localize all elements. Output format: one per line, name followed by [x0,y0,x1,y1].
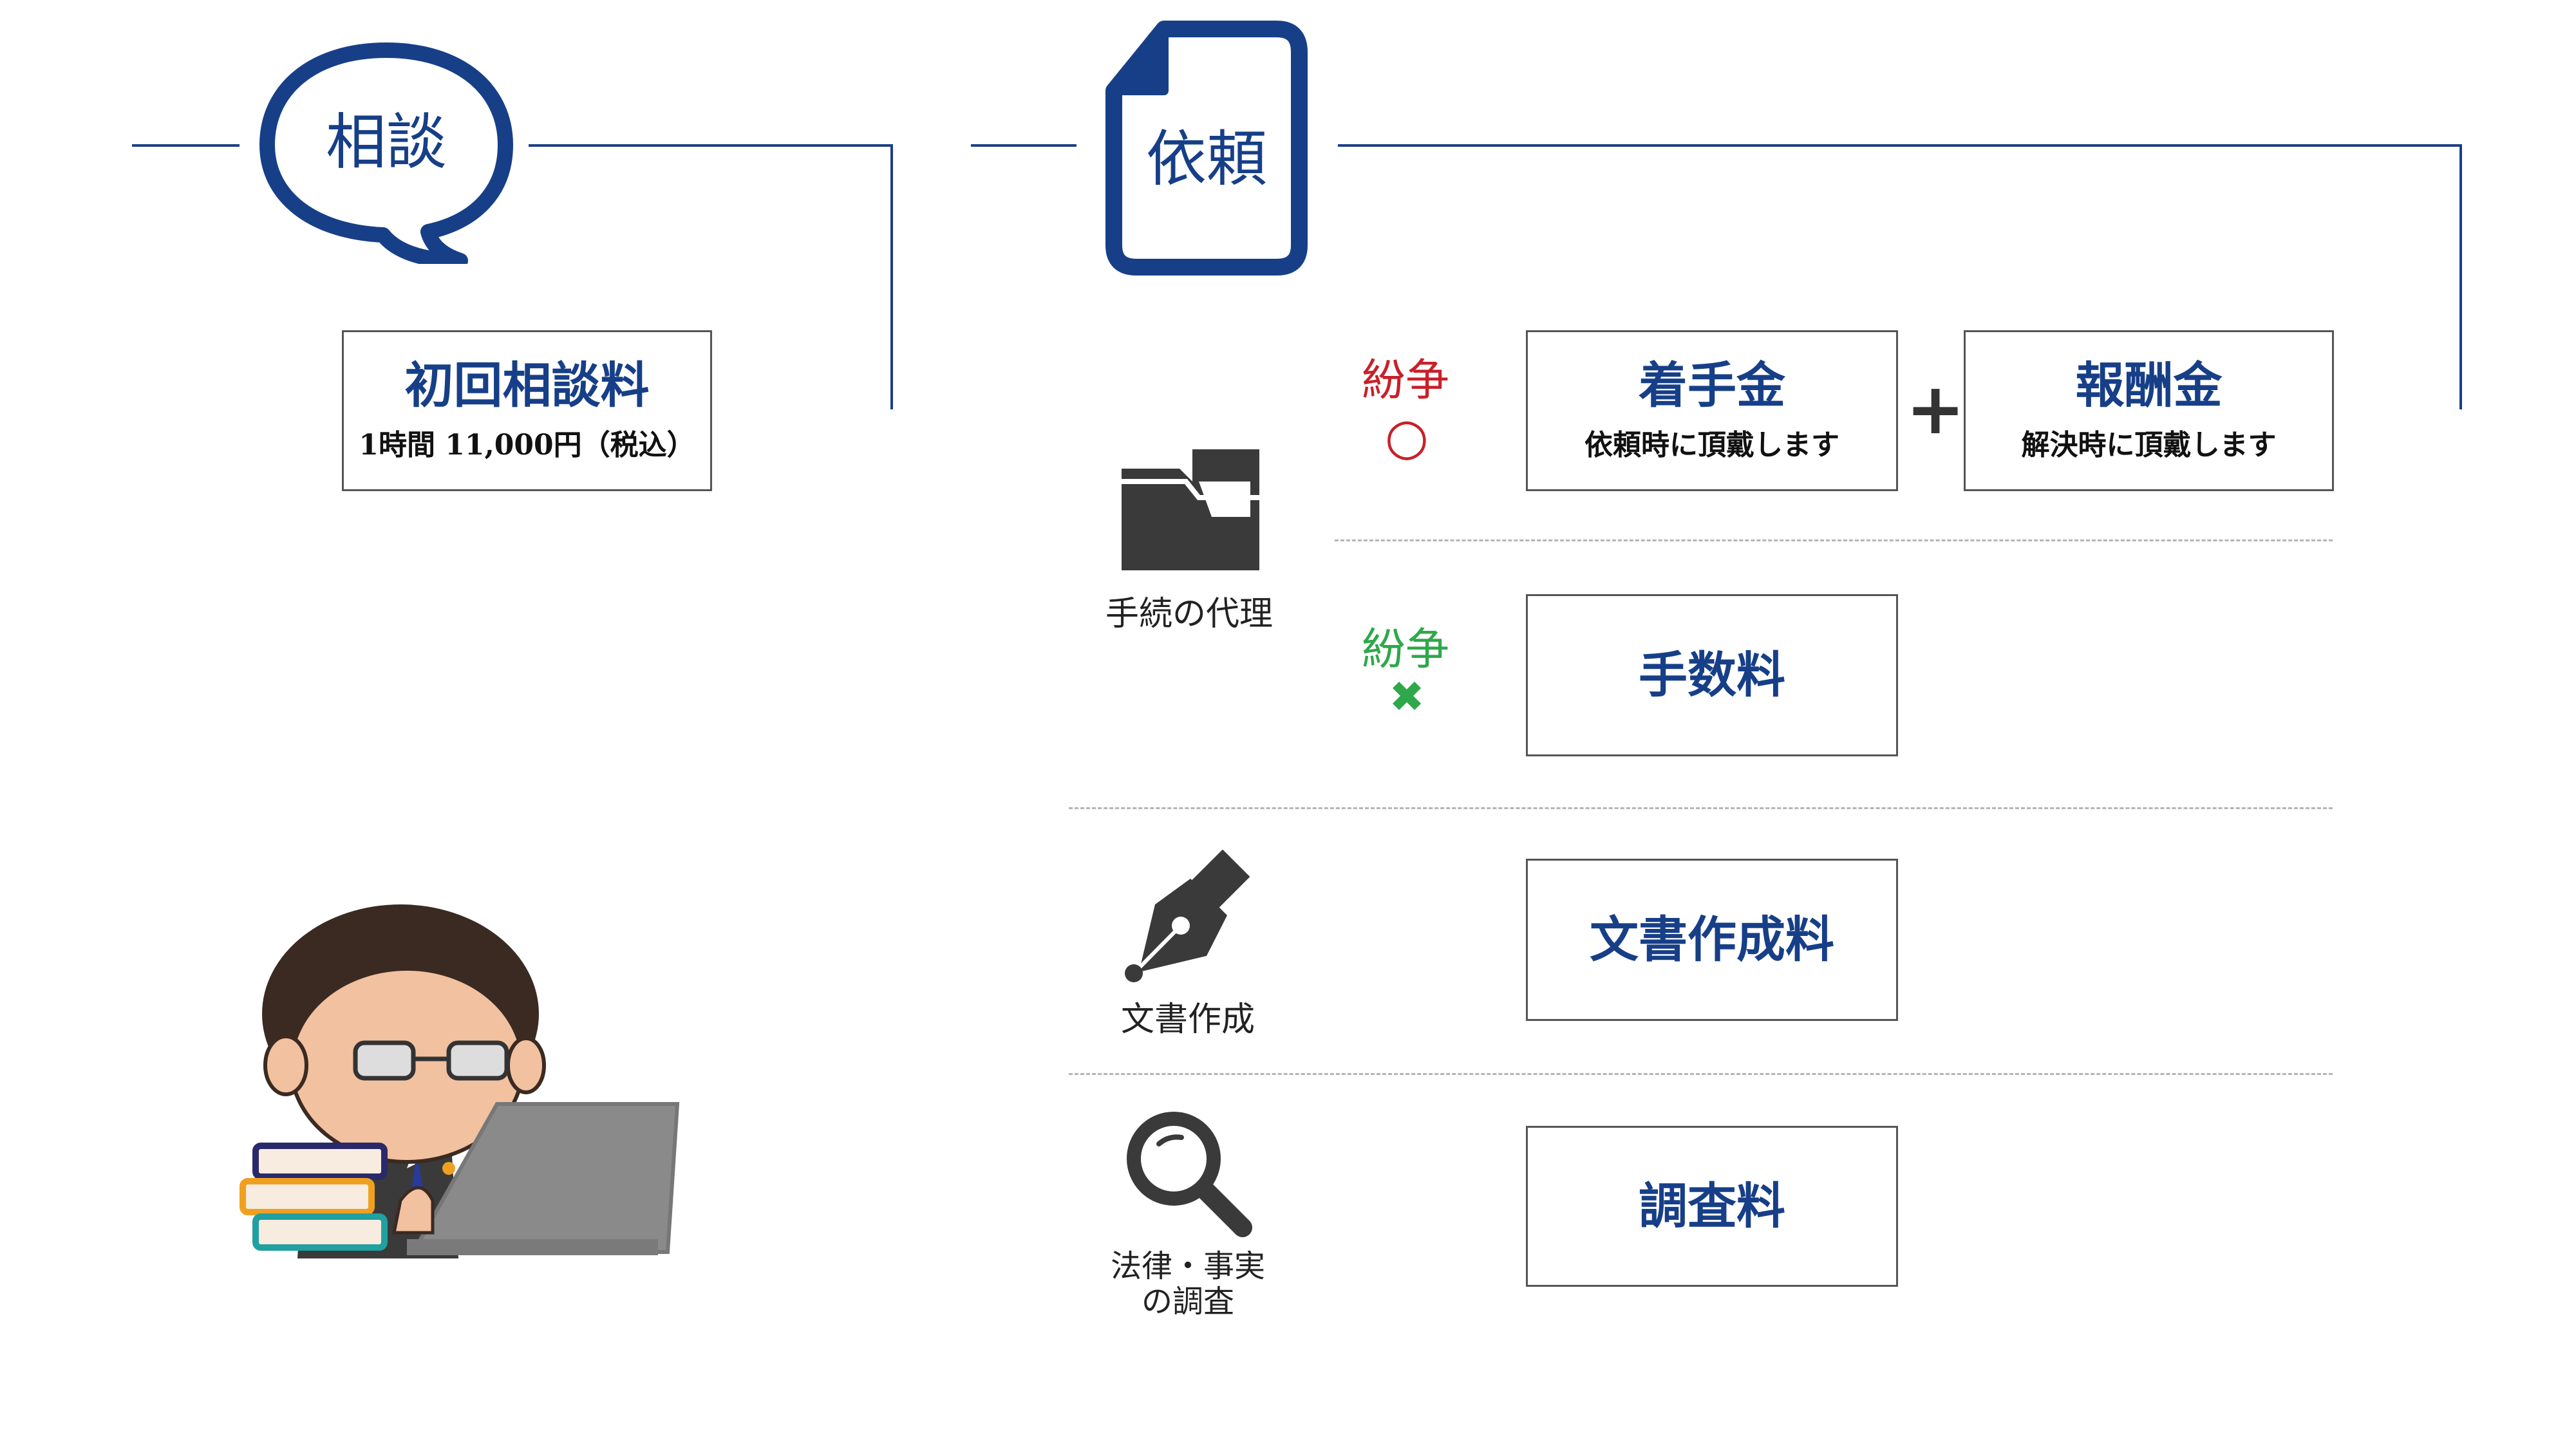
investigation-label-line1: 法律・事実 [1110,1248,1266,1284]
document-label: 文書作成 [1120,1000,1255,1039]
document-fee-box: 文書作成料 [1526,859,1898,1021]
magnifier-icon [1123,1108,1252,1237]
initial-consultation-fee-box: 初回相談料 1時間 11,000円（税込） [342,330,712,491]
fee-detail: 1時間 11,000円（税込） [359,428,695,462]
request-line-vertical [2459,144,2462,409]
request-line-left [971,144,1076,147]
divider [1069,1073,2333,1075]
divider [1069,807,2333,809]
circle-mark-icon: ○ [1384,408,1429,466]
procedure-label: 手続の代理 [1105,595,1274,633]
investigation-fee-box: 調査料 [1526,1126,1898,1287]
consultation-header: 相談 [325,108,447,178]
handling-fee-title: 手数料 [1639,646,1785,704]
retainer-title: 着手金 [1639,357,1785,415]
success-fee-detail: 解決時に頂戴します [2021,428,2277,462]
success-fee-box: 報酬金 解決時に頂戴します [1964,330,2334,491]
investigation-fee-title: 調査料 [1639,1177,1785,1235]
dispute-yes-label: 紛争 [1361,355,1450,406]
dispute-no-label: 紛争 [1361,624,1450,675]
folder-icon [1122,449,1259,570]
cross-mark-icon: ✖ [1389,672,1425,722]
fountain-pen-icon [1120,849,1256,986]
retainer-detail: 依頼時に頂戴します [1584,428,1839,462]
fee-title: 初回相談料 [404,357,650,415]
consultation-line-vertical [890,144,893,409]
request-header: 依頼 [1145,124,1267,194]
consultation-line-left [132,144,240,147]
plus-icon: + [1906,368,1966,450]
retainer-fee-box: 着手金 依頼時に頂戴します [1526,330,1898,491]
lawyer-with-laptop-illustration [240,898,684,1258]
divider [1335,539,2333,541]
success-fee-title: 報酬金 [2075,357,2223,415]
request-line-right [1338,144,2462,147]
investigation-label-line2: の調査 [1141,1284,1235,1320]
handling-fee-box: 手数料 [1526,594,1898,756]
investigation-label: 法律・事実 の調査 [1110,1248,1266,1320]
consultation-line-right [529,144,893,147]
document-fee-title: 文書作成料 [1590,911,1834,969]
speech-bubble-icon: 相談 [254,39,518,268]
document-icon: 依頼 [1103,20,1310,276]
